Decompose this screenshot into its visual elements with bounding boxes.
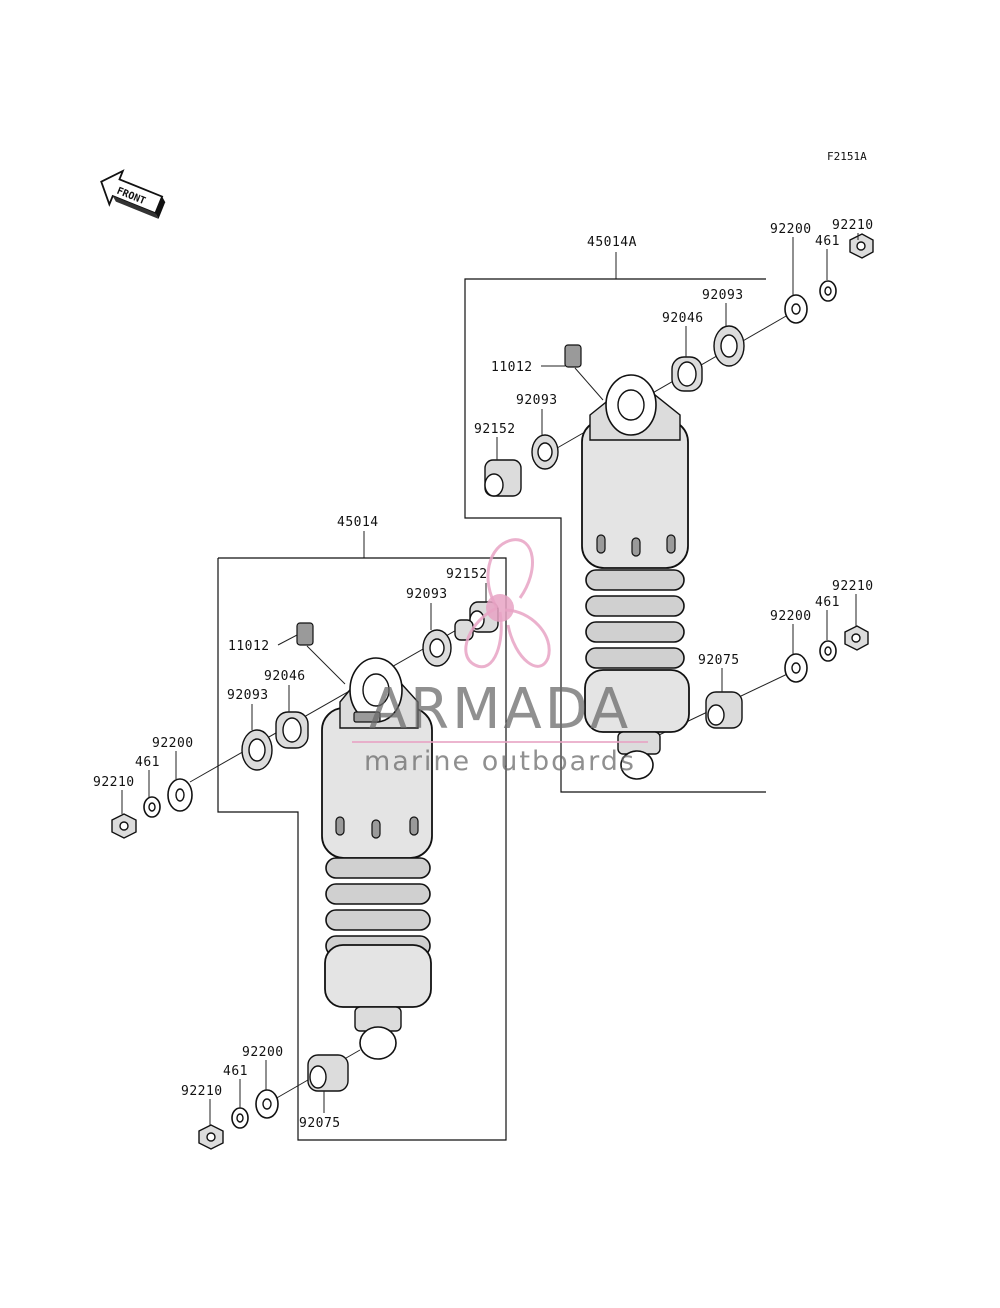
propeller-logo-icon xyxy=(464,538,551,669)
bushing-92075-right xyxy=(705,691,743,729)
label-92200-lower-left: 92200 xyxy=(242,1045,284,1060)
label-92152-left: 92152 xyxy=(446,567,488,582)
seal-92093-left xyxy=(241,729,273,771)
label-92093-inner-right: 92093 xyxy=(516,393,558,408)
spring-washer-461-left xyxy=(143,796,161,818)
label-92075-left: 92075 xyxy=(299,1116,341,1131)
bearing-92046-right xyxy=(671,356,703,392)
label-92046-right: 92046 xyxy=(662,311,704,326)
grease-fitting-11012-left xyxy=(296,622,314,646)
shock-absorber-right xyxy=(581,374,690,780)
shock-absorber-left xyxy=(321,657,433,1060)
seal-92093-outer-right xyxy=(713,325,745,367)
label-92210-upper-right: 92210 xyxy=(832,218,874,233)
nut-92210-upper-right xyxy=(849,233,874,259)
assembly-label-45014: 45014 xyxy=(337,515,379,530)
figure-code: F2151A xyxy=(827,150,867,163)
seal-92093-inner-right xyxy=(531,434,559,470)
label-92200-lower-right: 92200 xyxy=(770,609,812,624)
label-92210-lower-left: 92210 xyxy=(181,1084,223,1099)
assembly-label-45014a: 45014A xyxy=(587,235,637,250)
washer-92200-lower-left xyxy=(255,1089,279,1119)
assembly-45014a: 45014A xyxy=(464,218,874,793)
label-92093-right-left: 92093 xyxy=(406,587,448,602)
label-11012-right: 11012 xyxy=(491,360,533,375)
watermark-brand: ARMADA xyxy=(369,677,631,742)
label-92075-right: 92075 xyxy=(698,653,740,668)
nut-92210-left xyxy=(111,813,137,839)
collar-92152-right xyxy=(484,459,522,497)
watermark-tagline: marine outboards xyxy=(364,746,636,777)
label-461-lower-left: 461 xyxy=(223,1064,248,1079)
bushing-92075-left xyxy=(307,1054,349,1092)
washer-92200-upper-right xyxy=(784,294,808,324)
washer-92200-left xyxy=(167,778,193,812)
label-92093-outer-right: 92093 xyxy=(702,288,744,303)
bearing-92046-left xyxy=(275,711,309,749)
assembly-45014: 45014 xyxy=(93,515,507,1150)
assembly-frame-45014a xyxy=(464,278,766,793)
spring-washer-461-lower-right xyxy=(819,640,837,662)
nut-92210-lower-left xyxy=(198,1124,224,1150)
assembly-frame-45014 xyxy=(217,557,507,1141)
label-92210-lower-right: 92210 xyxy=(832,579,874,594)
grease-fitting-11012-right xyxy=(564,344,582,368)
label-461-lower-right: 461 xyxy=(815,595,840,610)
front-arrow-icon: FRONT xyxy=(100,169,166,219)
spring-washer-461-upper-right xyxy=(819,280,837,302)
washer-92200-lower-right xyxy=(784,653,808,683)
label-461-upper-right: 461 xyxy=(815,234,840,249)
label-11012-left: 11012 xyxy=(228,639,270,654)
armada-watermark: ARMADA marine outboards xyxy=(352,538,648,777)
label-92046-left: 92046 xyxy=(264,669,306,684)
label-92200-left: 92200 xyxy=(152,736,194,751)
label-92093-left: 92093 xyxy=(227,688,269,703)
spring-washer-461-lower-left xyxy=(231,1107,249,1129)
label-92200-upper-right: 92200 xyxy=(770,222,812,237)
nut-92210-lower-right xyxy=(844,625,869,651)
label-92152-right: 92152 xyxy=(474,422,516,437)
label-92210-left: 92210 xyxy=(93,775,135,790)
seal-92093-right-left xyxy=(422,629,452,667)
label-461-left: 461 xyxy=(135,755,160,770)
